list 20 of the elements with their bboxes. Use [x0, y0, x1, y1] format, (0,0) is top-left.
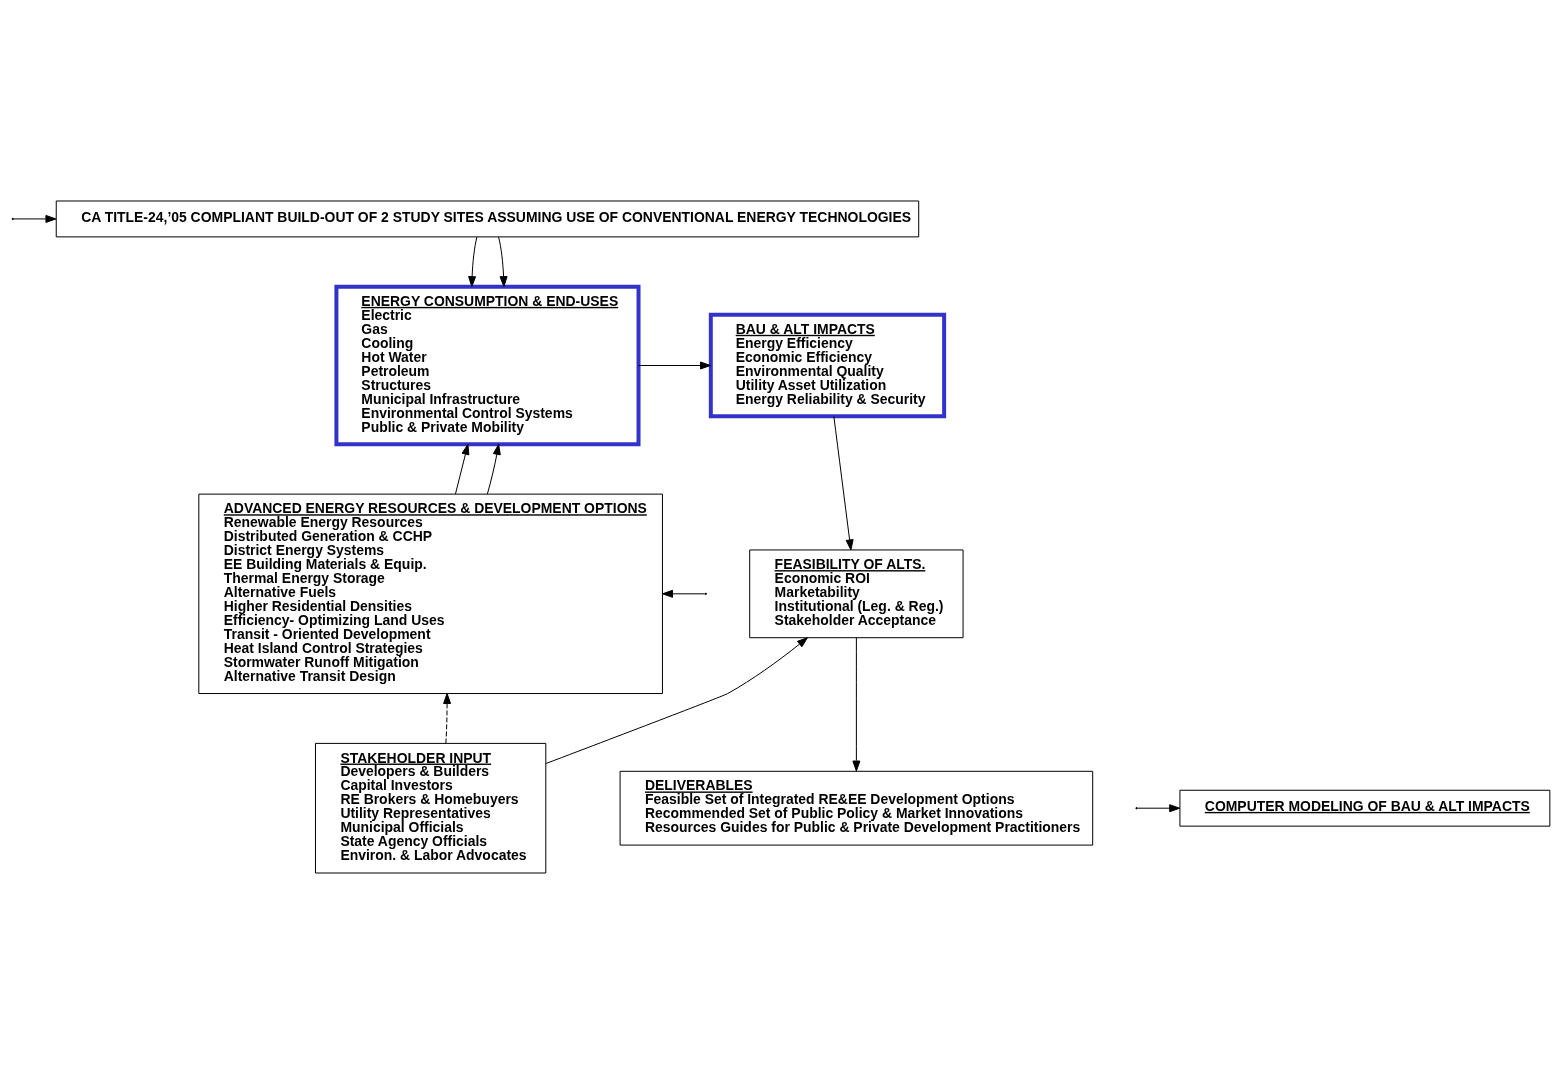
node-box: ADVANCED ENERGY RESOURCES & DEVELOPMENT OPTIONS Renewable Energy Resources Distributed Generation & CCHP District Energy Systems EE Building Materials & Equip. Thermal Energy Storage Alternative Fuels Higher Residential Densities Efficiency- Optimizing Land Uses Transit - Oriented Development Heat Island Control Strategies Stormwater Runoff Mitigation Alternative Transit Design [198, 493, 663, 695]
arrow [468, 236, 478, 288]
arrow [498, 236, 508, 288]
arrow [833, 415, 854, 551]
node-box: STAKEHOLDER INPUT Developers & Builders Capital Investors RE Brokers & Homebuyers Utility Representatives Municipal Officials State Agency Officials Environ. & Labor Advocates [315, 742, 547, 874]
node-box: FEASIBILITY OF ALTS. Economic ROI Marketability Institutional (Leg. & Reg.) Stakeholder Acceptance [749, 549, 964, 639]
node-box: CA TITLE-24,’05 COMPLIANT BUILD-OUT OF 2 STUDY SITES ASSUMING USE OF CONVENTIONAL ENERGY TECHNOLOGIES [55, 200, 920, 238]
arrow [1136, 804, 1181, 813]
node-box: COMPUTER MODELING OF BAU & ALT IMPACTS [1179, 789, 1551, 827]
arrow [443, 693, 452, 744]
arrow [638, 361, 711, 370]
arrow [13, 214, 57, 223]
node-box: ENERGY CONSUMPTION & END-USES Electric Gas Cooling Hot Water Petroleum Structures Municipal Infrastructure Environmental Control Systems Public & Private Mobility [334, 284, 641, 447]
node-box: BAU & ALT IMPACTS Energy Efficiency Economic Efficiency Environmental Quality Utility Asset Utilization Energy Reliability & Security [708, 312, 947, 419]
arrow [545, 637, 808, 764]
arrow [852, 637, 861, 772]
arrow [454, 443, 470, 495]
arrow [662, 589, 706, 598]
arrow [486, 443, 501, 495]
node-box: DELIVERABLES Feasible Set of Integrated RE&EE Development Options Recommended Set of Public Policy & Market Innovations Resources Guides for Public & Private Development Practitioners [619, 770, 1094, 846]
